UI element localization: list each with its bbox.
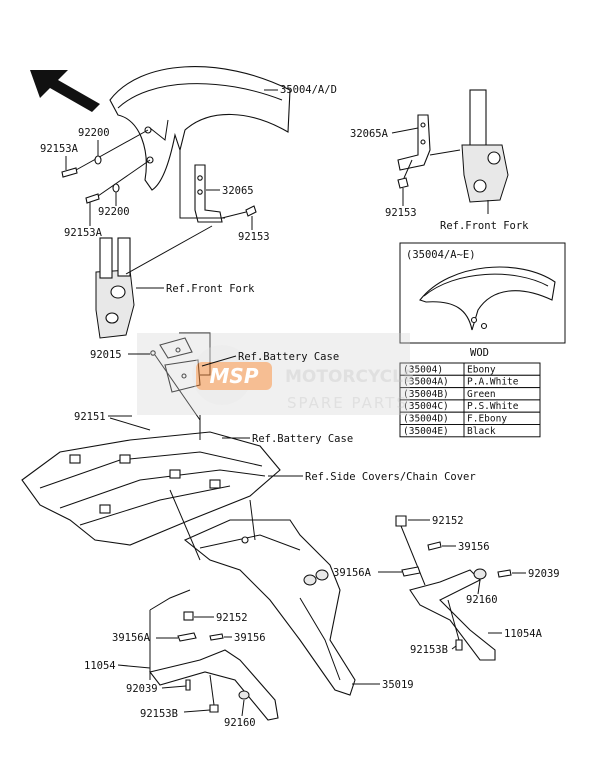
label-39156A-left: 39156A	[112, 632, 151, 644]
rubber-39156A-left	[177, 632, 197, 642]
bolt-92039-right	[497, 569, 512, 578]
color-table-part: (35004C)	[403, 401, 449, 412]
color-table-color-cell	[463, 424, 541, 438]
label-11054: 11054	[84, 660, 116, 672]
label-32065A: 32065A	[350, 128, 389, 140]
label-92153A-upper: 92153A	[40, 143, 79, 155]
label-35004AD: 35004/A/D	[280, 84, 337, 96]
label-92160-left: 92160	[224, 717, 256, 729]
color-table-color: Black	[467, 426, 496, 437]
fender-bracket-32065A	[397, 114, 431, 171]
ref-front-fork-left: Ref.Front Fork	[166, 283, 255, 295]
color-table-part: (35004)	[403, 364, 443, 375]
color-table-color: Green	[467, 389, 496, 400]
front-fork-right	[461, 89, 509, 203]
inset-title: (35004/A~E)	[406, 249, 476, 261]
screw-92153A-lower	[85, 159, 151, 204]
color-table-part: (35004B)	[403, 389, 449, 400]
ref-battery-case-1: Ref.Battery Case	[238, 351, 339, 363]
label-35019: 35019	[382, 679, 414, 691]
washer-92200-upper	[94, 155, 102, 165]
label-92160-right: 92160	[466, 594, 498, 606]
collar-92152-left	[183, 611, 194, 621]
front-direction-arrow-icon	[30, 70, 100, 112]
color-table: (35004) Ebony (35004A) P.A.White (35004B) Gre…	[399, 362, 541, 438]
label-39156-right: 39156	[458, 541, 490, 553]
rear-fender-inner	[21, 431, 281, 546]
label-92039-right: 92039	[528, 568, 560, 580]
watermark-logo-box	[196, 362, 272, 390]
color-table-part: (35004A)	[403, 377, 449, 388]
label-32065: 32065	[222, 185, 254, 197]
fender-bracket	[194, 164, 223, 223]
label-39156-left: 39156	[234, 632, 266, 644]
ref-battery-case-2: Ref.Battery Case	[252, 433, 353, 445]
label-92152-right: 92152	[432, 515, 464, 527]
watermark: MSP MOTORCYCLE SPARE PARTS	[137, 333, 415, 415]
rubber-39156A-right	[401, 566, 421, 577]
inset-code: WOD	[470, 347, 489, 359]
label-11054A: 11054A	[504, 628, 543, 640]
watermark-line1: MOTORCYCLE	[285, 367, 415, 387]
rear-fender-35019	[183, 519, 356, 696]
label-92153-right: 92153	[385, 207, 417, 219]
screw-92153B-right	[455, 639, 463, 651]
grommet-92160-right	[473, 568, 487, 580]
inset-fender	[419, 266, 556, 331]
label-92200-upper: 92200	[78, 127, 110, 139]
label-92153A-lower: 92153A	[64, 227, 103, 239]
color-table-color: P.S.White	[467, 401, 519, 412]
color-table-color: F.Ebony	[467, 414, 507, 425]
washer-92200-lower	[112, 183, 120, 193]
label-92200-lower: 92200	[98, 206, 130, 218]
label-92153B-left: 92153B	[140, 708, 178, 720]
bracket-11054	[149, 649, 279, 721]
label-92151: 92151	[74, 411, 106, 423]
bolt-92039-left	[185, 679, 191, 691]
color-table-part: (35004D)	[403, 414, 449, 425]
color-table-color: Ebony	[467, 364, 496, 375]
watermark-line2: SPARE PARTS	[287, 394, 408, 412]
label-92015: 92015	[90, 349, 122, 361]
color-table-color: P.A.White	[467, 377, 519, 388]
ref-front-fork-right: Ref.Front Fork	[440, 220, 529, 232]
ref-side-covers: Ref.Side Covers/Chain Cover	[305, 471, 476, 483]
screw-92153-right	[397, 177, 409, 189]
front-fork-left	[95, 237, 135, 339]
collar-92152-right	[395, 515, 407, 527]
screw-92153A-upper	[61, 129, 149, 178]
label-92153-bracket: 92153	[238, 231, 270, 243]
screw-92153B-left	[209, 704, 219, 713]
rubber-39156-left	[209, 633, 224, 641]
label-39156A-right: 39156A	[333, 567, 372, 579]
label-92152-left: 92152	[216, 612, 248, 624]
color-table-part: (35004E)	[403, 426, 449, 437]
rubber-39156-right	[427, 541, 442, 551]
front-fender	[109, 66, 291, 191]
watermark-logo: MSP	[210, 364, 259, 388]
label-92039-left: 92039	[126, 683, 158, 695]
label-92153B-right: 92153B	[410, 644, 448, 656]
screw-92153-bracket	[221, 205, 257, 219]
